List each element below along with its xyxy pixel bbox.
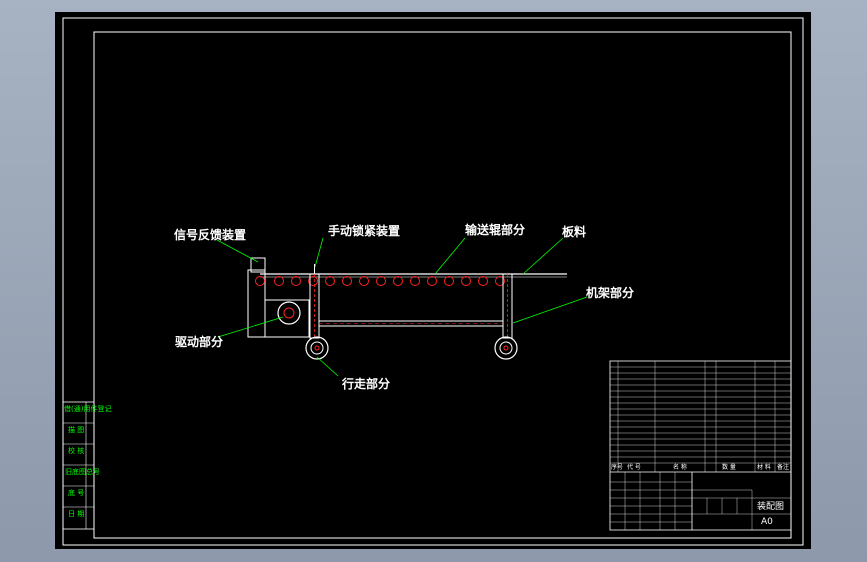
drive-wheel-hub <box>283 307 295 319</box>
title-block: 序号 代 号 名 称 数 量 材 料 备注 装配图 A0 <box>609 360 792 531</box>
side-row-3: 旧底图总号 <box>65 467 100 476</box>
signal-feedback-box <box>250 257 266 273</box>
leader-lines <box>216 237 588 377</box>
inner-frame <box>93 31 792 539</box>
label-conveyor-roller: 输送辊部分 <box>465 222 525 237</box>
side-registration-table: 借(通)用件登记 描 图 校 核 旧底图总号 底 号 日 期 <box>62 401 111 530</box>
drawing-title: 装配图 <box>757 500 784 512</box>
roller <box>255 276 265 286</box>
label-signal-feedback: 信号反馈装置 <box>174 227 246 242</box>
roller <box>359 276 369 286</box>
roller <box>478 276 488 286</box>
roller <box>461 276 471 286</box>
rear-caster <box>494 336 518 360</box>
header-cell: 名 称 <box>673 463 687 471</box>
roller <box>274 276 284 286</box>
sheet-size: A0 <box>761 517 773 527</box>
side-row-2: 校 核 <box>68 446 84 455</box>
conveyor-rollers <box>255 276 505 286</box>
side-row-4: 底 号 <box>68 488 84 497</box>
machine-assembly <box>247 257 567 360</box>
roller <box>342 276 352 286</box>
side-row-0: 借(通)用件登记 <box>64 404 111 413</box>
drive-wheel <box>277 301 301 325</box>
roller <box>495 276 505 286</box>
roller <box>325 276 335 286</box>
cad-viewport[interactable]: 借(通)用件登记 描 图 校 核 旧底图总号 底 号 日 期 <box>55 12 811 549</box>
side-row-1: 描 图 <box>68 425 84 434</box>
roller <box>376 276 386 286</box>
header-cell: 备注 <box>777 463 789 471</box>
roller <box>427 276 437 286</box>
label-plate: 板料 <box>562 224 586 239</box>
label-travel: 行走部分 <box>341 376 390 391</box>
label-drive: 驱动部分 <box>175 334 223 349</box>
outer-frame <box>62 17 804 546</box>
header-cell: 数 量 <box>722 463 736 471</box>
label-rack: 机架部分 <box>586 285 634 300</box>
side-row-5: 日 期 <box>68 510 84 518</box>
label-manual-clamp: 手动锁紧装置 <box>328 223 400 238</box>
motor-box <box>264 299 310 338</box>
roller <box>410 276 420 286</box>
drawing-canvas: 借(通)用件登记 描 图 校 核 旧底图总号 底 号 日 期 <box>62 17 804 546</box>
roller <box>308 276 318 286</box>
roller <box>444 276 454 286</box>
header-cell: 代 号 <box>627 463 641 471</box>
header-cell: 材 料 <box>757 463 771 471</box>
roller <box>393 276 403 286</box>
front-caster <box>305 336 329 360</box>
roller <box>291 276 301 286</box>
header-cell: 序号 <box>611 463 623 471</box>
